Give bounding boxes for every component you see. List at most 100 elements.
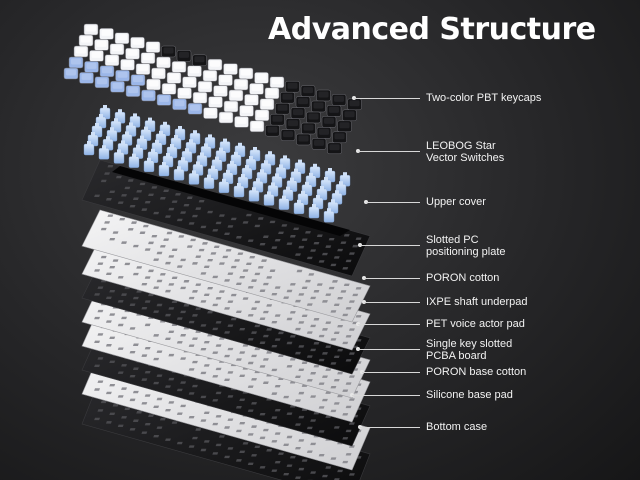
bottom-case-label: Bottom case xyxy=(426,421,488,433)
keycap xyxy=(125,85,141,97)
keycap xyxy=(68,56,84,69)
keycap xyxy=(151,67,166,80)
keycap xyxy=(94,76,110,89)
keycap xyxy=(249,83,264,95)
keycap xyxy=(78,34,94,47)
keycap xyxy=(177,87,192,100)
keycap xyxy=(166,72,182,84)
keycap xyxy=(269,76,285,89)
pet-pad-label: PET voice actor pad xyxy=(426,318,525,330)
keycap xyxy=(306,111,321,124)
keycap xyxy=(207,58,223,71)
keycap xyxy=(316,89,331,102)
poron-base-callout-line xyxy=(362,372,420,373)
keycap xyxy=(109,43,125,56)
poron-base-label: PORON base cotton xyxy=(426,366,527,378)
upper-cover-label: Upper cover xyxy=(426,196,486,208)
keycap xyxy=(83,23,99,36)
keycap xyxy=(218,74,233,86)
keycap xyxy=(342,109,357,122)
ixpe-pad-label: IXPE shaft underpad xyxy=(426,296,528,308)
keycap xyxy=(295,96,311,108)
keycap xyxy=(187,65,202,78)
keycap xyxy=(125,47,140,60)
switch-unit xyxy=(263,191,275,206)
switch-unit xyxy=(308,204,320,219)
switch-unit xyxy=(218,178,230,194)
switch-unit xyxy=(128,153,140,168)
switches-label: LEOBOG Star Vector Switches xyxy=(426,140,505,164)
page-title: Advanced Structure xyxy=(268,12,596,47)
keycap xyxy=(99,65,115,78)
keycap xyxy=(233,78,249,91)
switch-unit xyxy=(203,174,215,189)
keycap xyxy=(197,80,213,93)
keycap xyxy=(115,69,130,82)
keycap xyxy=(321,116,337,128)
keycap xyxy=(104,54,120,67)
keycap xyxy=(254,109,270,122)
switch-unit xyxy=(323,208,335,223)
keycap xyxy=(145,41,161,53)
keycap xyxy=(141,89,156,102)
keycap xyxy=(161,45,176,58)
keycap xyxy=(218,111,234,124)
switch-unit xyxy=(98,145,110,160)
switch-unit xyxy=(278,195,290,210)
keycap xyxy=(296,133,311,146)
switch-unit xyxy=(188,170,200,185)
keycap xyxy=(176,50,192,62)
silicone-pad-callout-line xyxy=(352,395,420,396)
keycap xyxy=(213,85,228,97)
keycap xyxy=(327,142,342,155)
keycap xyxy=(300,85,316,97)
keycap xyxy=(347,98,362,111)
keycap xyxy=(249,120,265,133)
keycap xyxy=(270,113,285,126)
keycap xyxy=(110,80,125,93)
keycap xyxy=(254,72,269,84)
keycap xyxy=(290,107,306,119)
keycap xyxy=(172,98,187,111)
keycap xyxy=(311,100,326,113)
keycap xyxy=(316,127,332,139)
keycap xyxy=(223,63,238,75)
keycap xyxy=(73,45,89,58)
keycap xyxy=(114,32,130,45)
switch-unit xyxy=(143,157,155,173)
keycap xyxy=(285,80,300,93)
keycap xyxy=(161,83,177,95)
keycap xyxy=(280,129,296,141)
keycap xyxy=(332,131,347,144)
keycap xyxy=(130,36,145,49)
keycap xyxy=(63,67,79,80)
pet-pad-callout-line xyxy=(358,324,420,325)
keycap xyxy=(140,52,156,64)
keycap xyxy=(301,122,316,135)
keycap xyxy=(265,124,280,137)
switch-unit xyxy=(173,166,185,181)
keycap xyxy=(156,94,172,106)
poron-cotton-label: PORON cotton xyxy=(426,272,500,284)
keycap xyxy=(264,87,280,100)
bottom-case-callout-line xyxy=(360,427,420,428)
switch-unit xyxy=(113,149,125,164)
upper-cover-opening xyxy=(112,166,350,236)
keycap xyxy=(337,120,352,133)
keycap xyxy=(244,94,259,106)
pc-plate-callout-line xyxy=(360,245,420,246)
switches-callout-line xyxy=(358,151,420,152)
keycap xyxy=(259,98,275,111)
keycap xyxy=(84,61,99,73)
upper-cover-callout-line xyxy=(366,202,420,203)
keycap xyxy=(202,69,218,82)
switch-unit xyxy=(233,183,245,198)
keycap xyxy=(192,91,208,104)
pc-plate-holes xyxy=(100,214,362,317)
switch-unit xyxy=(158,162,170,177)
keycap xyxy=(99,28,114,40)
keycap xyxy=(203,107,218,119)
keycap xyxy=(228,89,244,102)
keycap xyxy=(275,102,290,115)
keycap xyxy=(223,100,239,113)
